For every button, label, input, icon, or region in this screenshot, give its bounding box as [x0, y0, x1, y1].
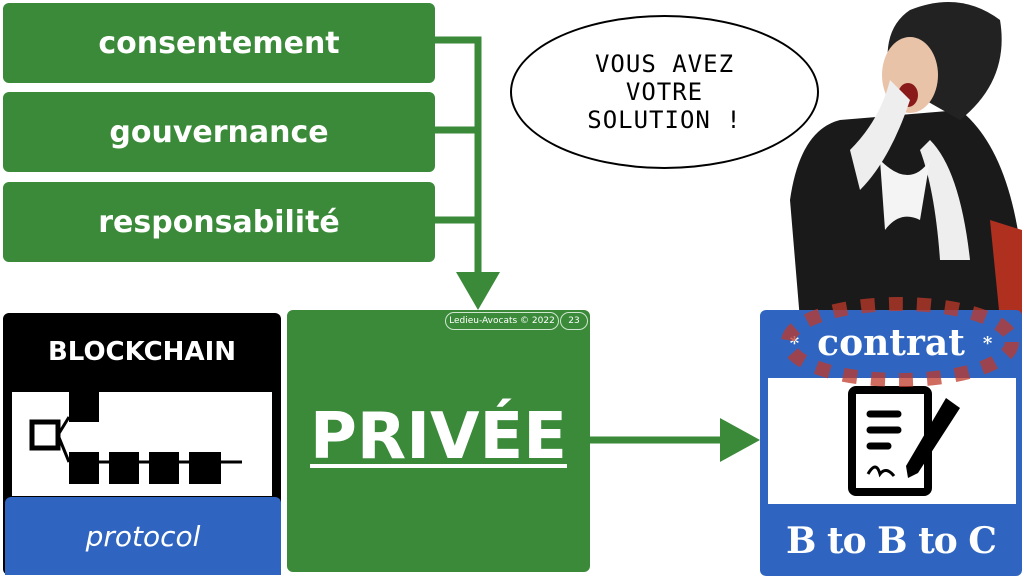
- contract-body: [768, 378, 1016, 504]
- lawyer-illustration: [790, 2, 1022, 320]
- contract-footer: B to B to C: [786, 520, 997, 562]
- contract-title: * contrat *: [760, 310, 1022, 376]
- blockchain-icon: [29, 392, 242, 484]
- blockchain-footer: protocol: [5, 497, 281, 575]
- snowflake-icon: *: [789, 332, 800, 354]
- list-item-consentement: consentement: [3, 3, 435, 83]
- bubble-line: VOUS AVEZ: [594, 50, 735, 78]
- snowflake-icon: *: [982, 332, 993, 354]
- credit-label: Ledieu-Avocats © 2022: [445, 312, 559, 330]
- private-label: PRIVÉE: [310, 400, 567, 474]
- bubble-line: VOTRE: [625, 78, 704, 106]
- list-item-responsabilite: responsabilité: [3, 182, 435, 262]
- blockchain-body: [12, 392, 272, 496]
- contract-title-text: contrat: [817, 322, 965, 364]
- page-number: 23: [560, 312, 588, 330]
- private-card: [287, 310, 590, 572]
- dotted-highlight-ellipse: [781, 297, 1019, 387]
- bubble-line: SOLUTION !: [587, 106, 742, 134]
- blockchain-title: BLOCKCHAIN: [5, 315, 279, 389]
- signed-document-icon: [848, 386, 960, 496]
- list-item-gouvernance: gouvernance: [3, 92, 435, 172]
